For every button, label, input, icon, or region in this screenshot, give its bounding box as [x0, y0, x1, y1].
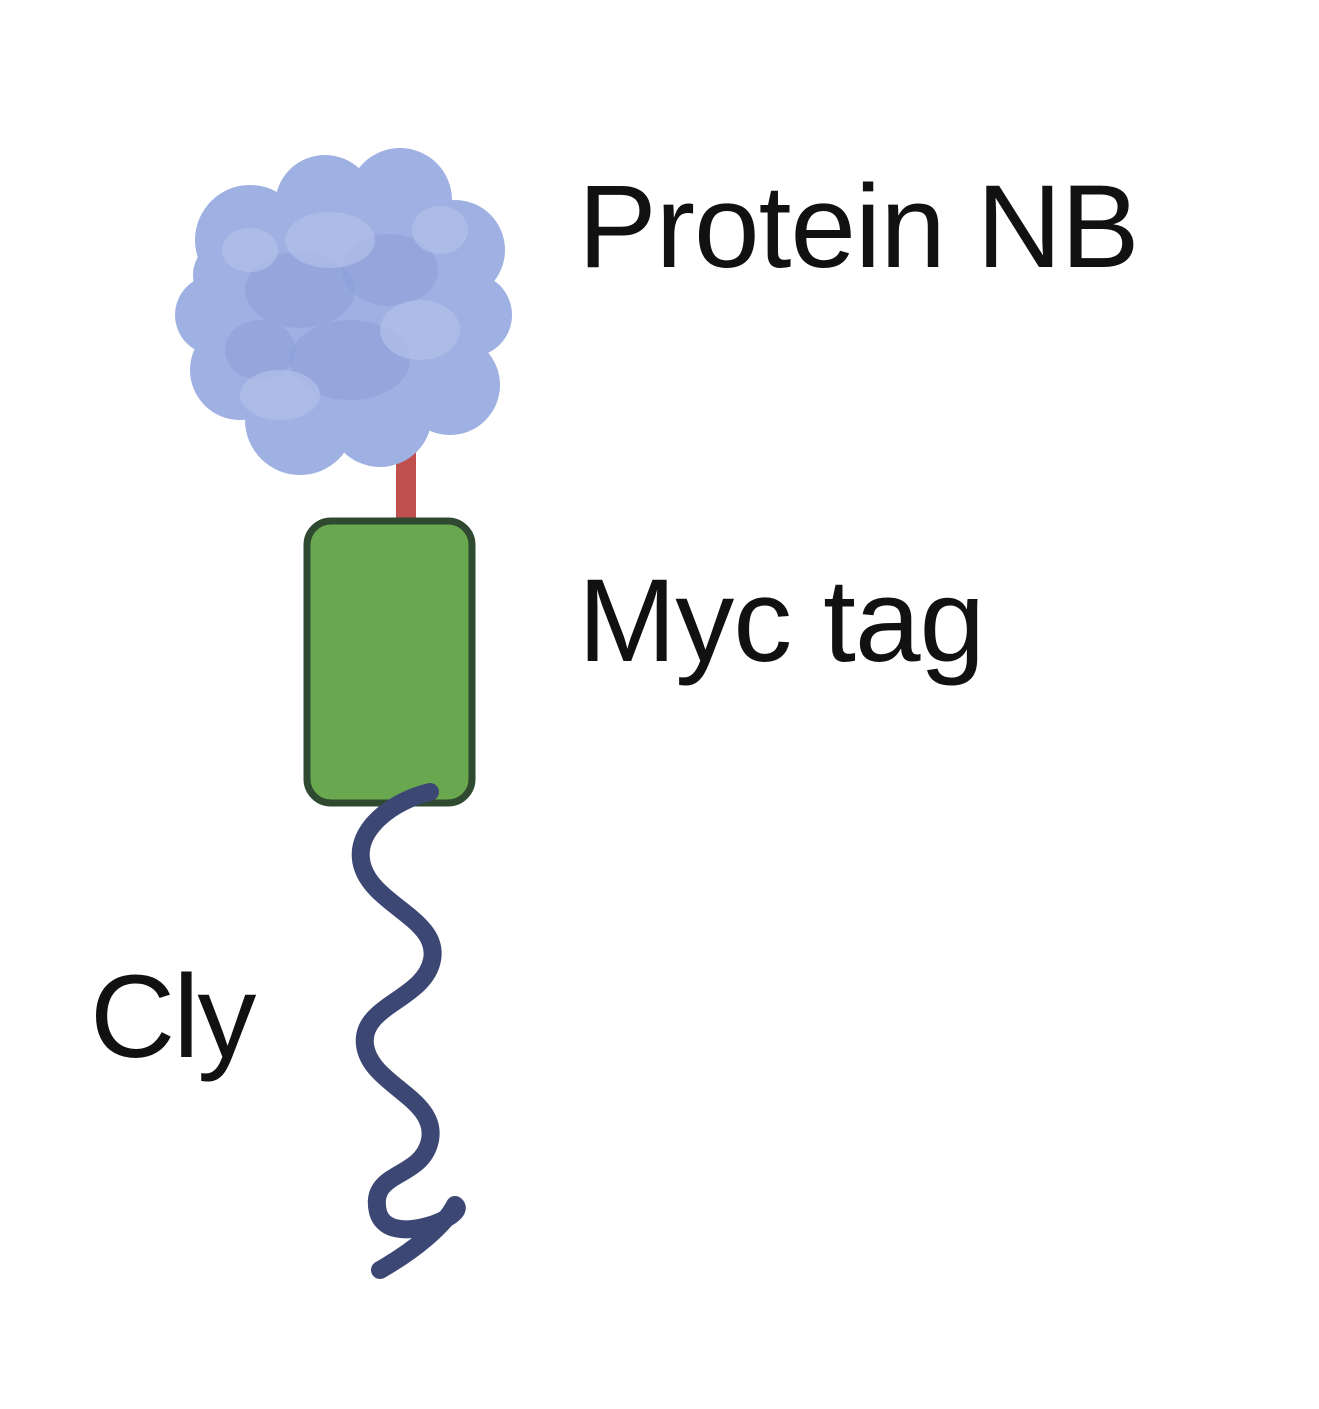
protein-nb-label: Protein NB [578, 161, 1140, 293]
cly-label: Cly [90, 951, 256, 1083]
cly-chain-wave [351, 783, 466, 1279]
myc-tag-block [303, 517, 476, 807]
myc-tag-label: Myc tag [578, 555, 985, 687]
globular-protein-icon [175, 148, 512, 475]
